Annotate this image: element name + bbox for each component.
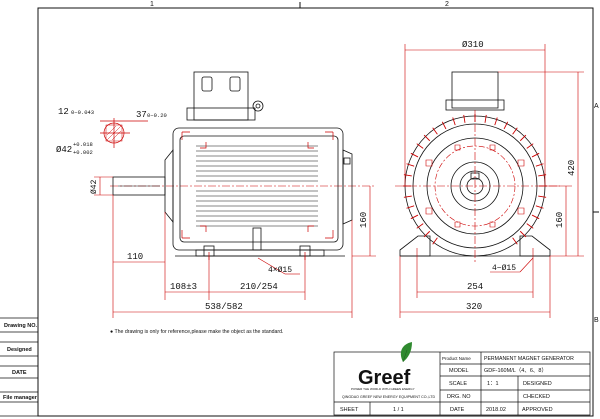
dim-dia-310: Ø310 (462, 40, 484, 50)
cooling-fin (531, 152, 540, 158)
motor-body (172, 127, 344, 251)
sheet-label: SHEET (340, 407, 359, 413)
zone-1: 1 (150, 1, 154, 8)
dim-hole: 4×Ø15 (268, 266, 292, 275)
dim-height-160: 160 (555, 212, 565, 228)
dim-108: 108±3 (170, 282, 197, 292)
scale-label: SCALE (449, 381, 467, 387)
cooling-fin (403, 195, 412, 198)
cooling-fin (519, 134, 527, 142)
side-dimension-lines (94, 176, 376, 318)
title-block (333, 351, 591, 416)
dim-height-420: 420 (567, 160, 577, 176)
cooling-fin (406, 163, 415, 167)
scale-value: 1：1 (487, 381, 499, 387)
cooling-fin (535, 205, 544, 209)
greef-logo: Greef (358, 342, 412, 389)
cooling-fin (526, 143, 534, 149)
dim-keyway-width-tol: 0−0.043 (71, 109, 94, 116)
strip-file-manager: File manager (3, 395, 38, 401)
terminal-box-front (451, 71, 499, 109)
keyway-hatch (106, 125, 122, 141)
end-dimension-lines (399, 44, 584, 318)
motor-side-view (110, 71, 375, 257)
sheet-value: 1 / 1 (393, 407, 404, 413)
dim-shaft-dia-side: Ø42 (90, 179, 99, 194)
cooling-fin (432, 127, 438, 135)
dim-shaft-dia-tol-upper: +0.018 (73, 141, 93, 148)
left-strip (0, 317, 38, 417)
strip-designed: Designed (7, 347, 32, 353)
cooling-fin (519, 230, 527, 238)
strip-date: DATE (12, 370, 27, 376)
cooling-fin (494, 117, 498, 126)
dim-keyway-width: 12 (58, 107, 69, 117)
approved-label: APPROVED (522, 407, 553, 413)
cooling-fin (535, 163, 544, 167)
zone-a: A (594, 103, 599, 110)
keyway-section (100, 118, 148, 148)
dim-overall-length: 538/582 (205, 302, 243, 312)
cooling-fin (416, 143, 424, 149)
end-view-marks (395, 110, 560, 262)
product-value: PERMANENT MAGNET GENERATOR (484, 356, 574, 362)
border-frame (37, 2, 599, 417)
cooling-fin (512, 127, 518, 135)
cooling-fin (463, 114, 466, 123)
zone-2: 2 (445, 1, 449, 8)
cooling-fin (416, 223, 424, 229)
model-label: MODEL (449, 368, 469, 374)
cooling-fin (410, 214, 419, 220)
dim-shaft-dia-tol-lower: +0.002 (73, 149, 93, 156)
cooling-fin (531, 214, 540, 220)
cooling-fin (452, 117, 456, 126)
drg-label: DRG. NO (447, 394, 471, 400)
dim-210-254: 210/254 (240, 282, 278, 292)
cooling-fin (538, 195, 547, 198)
mounting-marks-side (181, 131, 334, 260)
reference-note: ● The drawing is only for reference,plea… (110, 329, 283, 335)
dim-keyway-depth-tol: 0−0.20 (147, 112, 167, 119)
logo-tagline: POWER THE WORLD WITH GREEN ENERGY (351, 387, 415, 391)
cooling-fin (484, 114, 487, 123)
checked-label: CHECKED (523, 394, 550, 400)
model-value: GDF-160M/L（4、6、8） (484, 367, 547, 374)
product-label: Product Name (442, 356, 471, 361)
cooling-fin (406, 205, 415, 209)
dim-320: 320 (466, 302, 482, 312)
cooling-fin (512, 237, 518, 245)
cooling-fin (432, 237, 438, 245)
dim-254: 254 (467, 282, 483, 292)
cooling-fin (526, 223, 534, 229)
dim-center-height-side: 160 (359, 212, 369, 228)
strip-drawing-no: Drawing NO. (4, 323, 37, 329)
date-label: DATE (450, 407, 465, 413)
date-value: 2018.02 (486, 407, 506, 413)
company-name: QINGDAO GREEF NEW ENERGY EQUIPMENT CO.,L… (342, 395, 435, 399)
cooling-fin (410, 152, 419, 158)
logo-text: Greef (358, 367, 411, 389)
dim-keyway-depth: 37 (136, 110, 147, 120)
cooling-fin (423, 134, 431, 142)
dim-end-holes: 4−Ø15 (492, 264, 516, 273)
cooling-fin (503, 121, 509, 130)
cooling-fin (423, 230, 431, 238)
zone-b: B (594, 317, 599, 324)
dim-shaft-dia: Ø42 (56, 145, 72, 155)
dim-shaft-length: 110 (127, 252, 143, 262)
cooling-fin (441, 121, 447, 130)
designed-label: DESIGNED (523, 381, 552, 387)
